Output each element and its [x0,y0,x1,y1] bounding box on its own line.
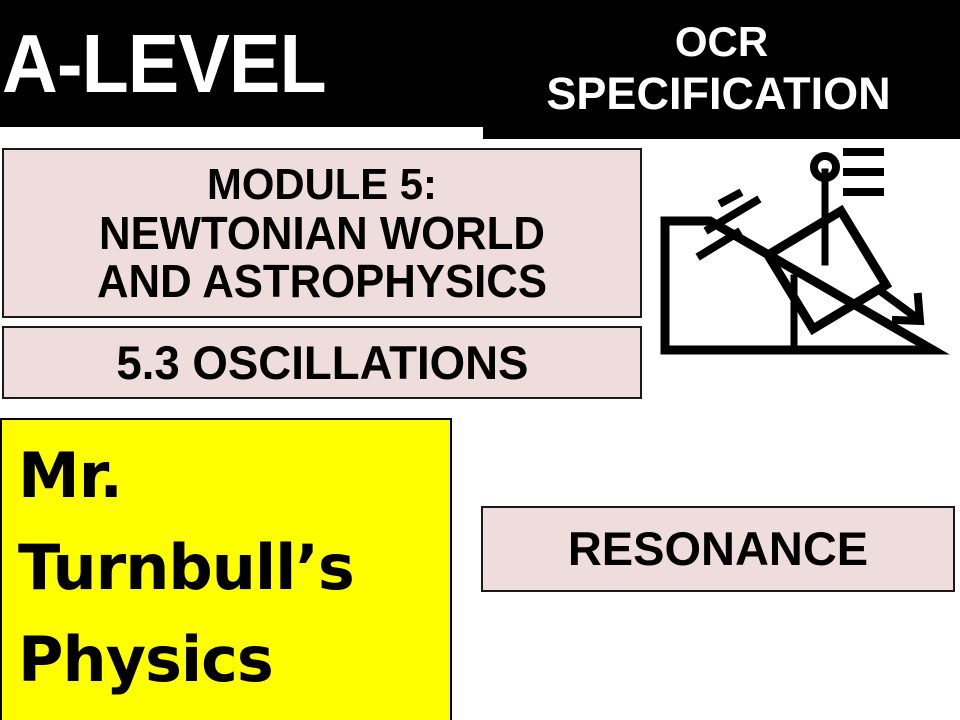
module-title-box: MODULE 5: NEWTONIAN WORLD AND ASTROPHYSI… [2,148,642,318]
module-title-line-3: AND ASTROPHYSICS [96,255,548,307]
qualification-title: A-LEVEL [2,17,327,110]
branding-line-1: Mr. [18,439,123,512]
specification-label: SPECIFICATION [546,68,891,119]
sliding-block [761,204,893,336]
pin-head-icon [810,152,840,182]
header-left-block [0,0,483,127]
topic-title-label: RESONANCE [567,522,869,575]
header-right-block [483,0,960,139]
motion-line-long [695,227,743,261]
module-title-line-1: MODULE 5: [207,160,437,209]
ramp-shape [660,216,950,355]
inclined-plane-block-sliding-icon [660,148,950,355]
branding-line-2: Turnbull’s [18,531,355,604]
topic-title-box: RESONANCE [481,506,955,592]
section-title-box: 5.3 OSCILLATIONS [2,326,642,399]
motion-line-short [717,188,744,208]
motion-line-mid [703,195,762,235]
branding-box: Mr. Turnbull’s Physics [0,418,452,720]
branding-line-3: Physics [18,623,274,696]
module-title-line-2: NEWTONIAN WORLD [99,207,545,259]
direction-arrow-head [891,292,925,326]
section-title-label: 5.3 OSCILLATIONS [115,335,529,389]
exam-board-label: OCR [674,18,769,65]
module-title-lines: MODULE 5: NEWTONIAN WORLD AND ASTROPHYSI… [20,160,624,307]
branding-text: Mr. Turnbull’s Physics [18,430,448,706]
direction-arrow-shaft [877,287,923,324]
